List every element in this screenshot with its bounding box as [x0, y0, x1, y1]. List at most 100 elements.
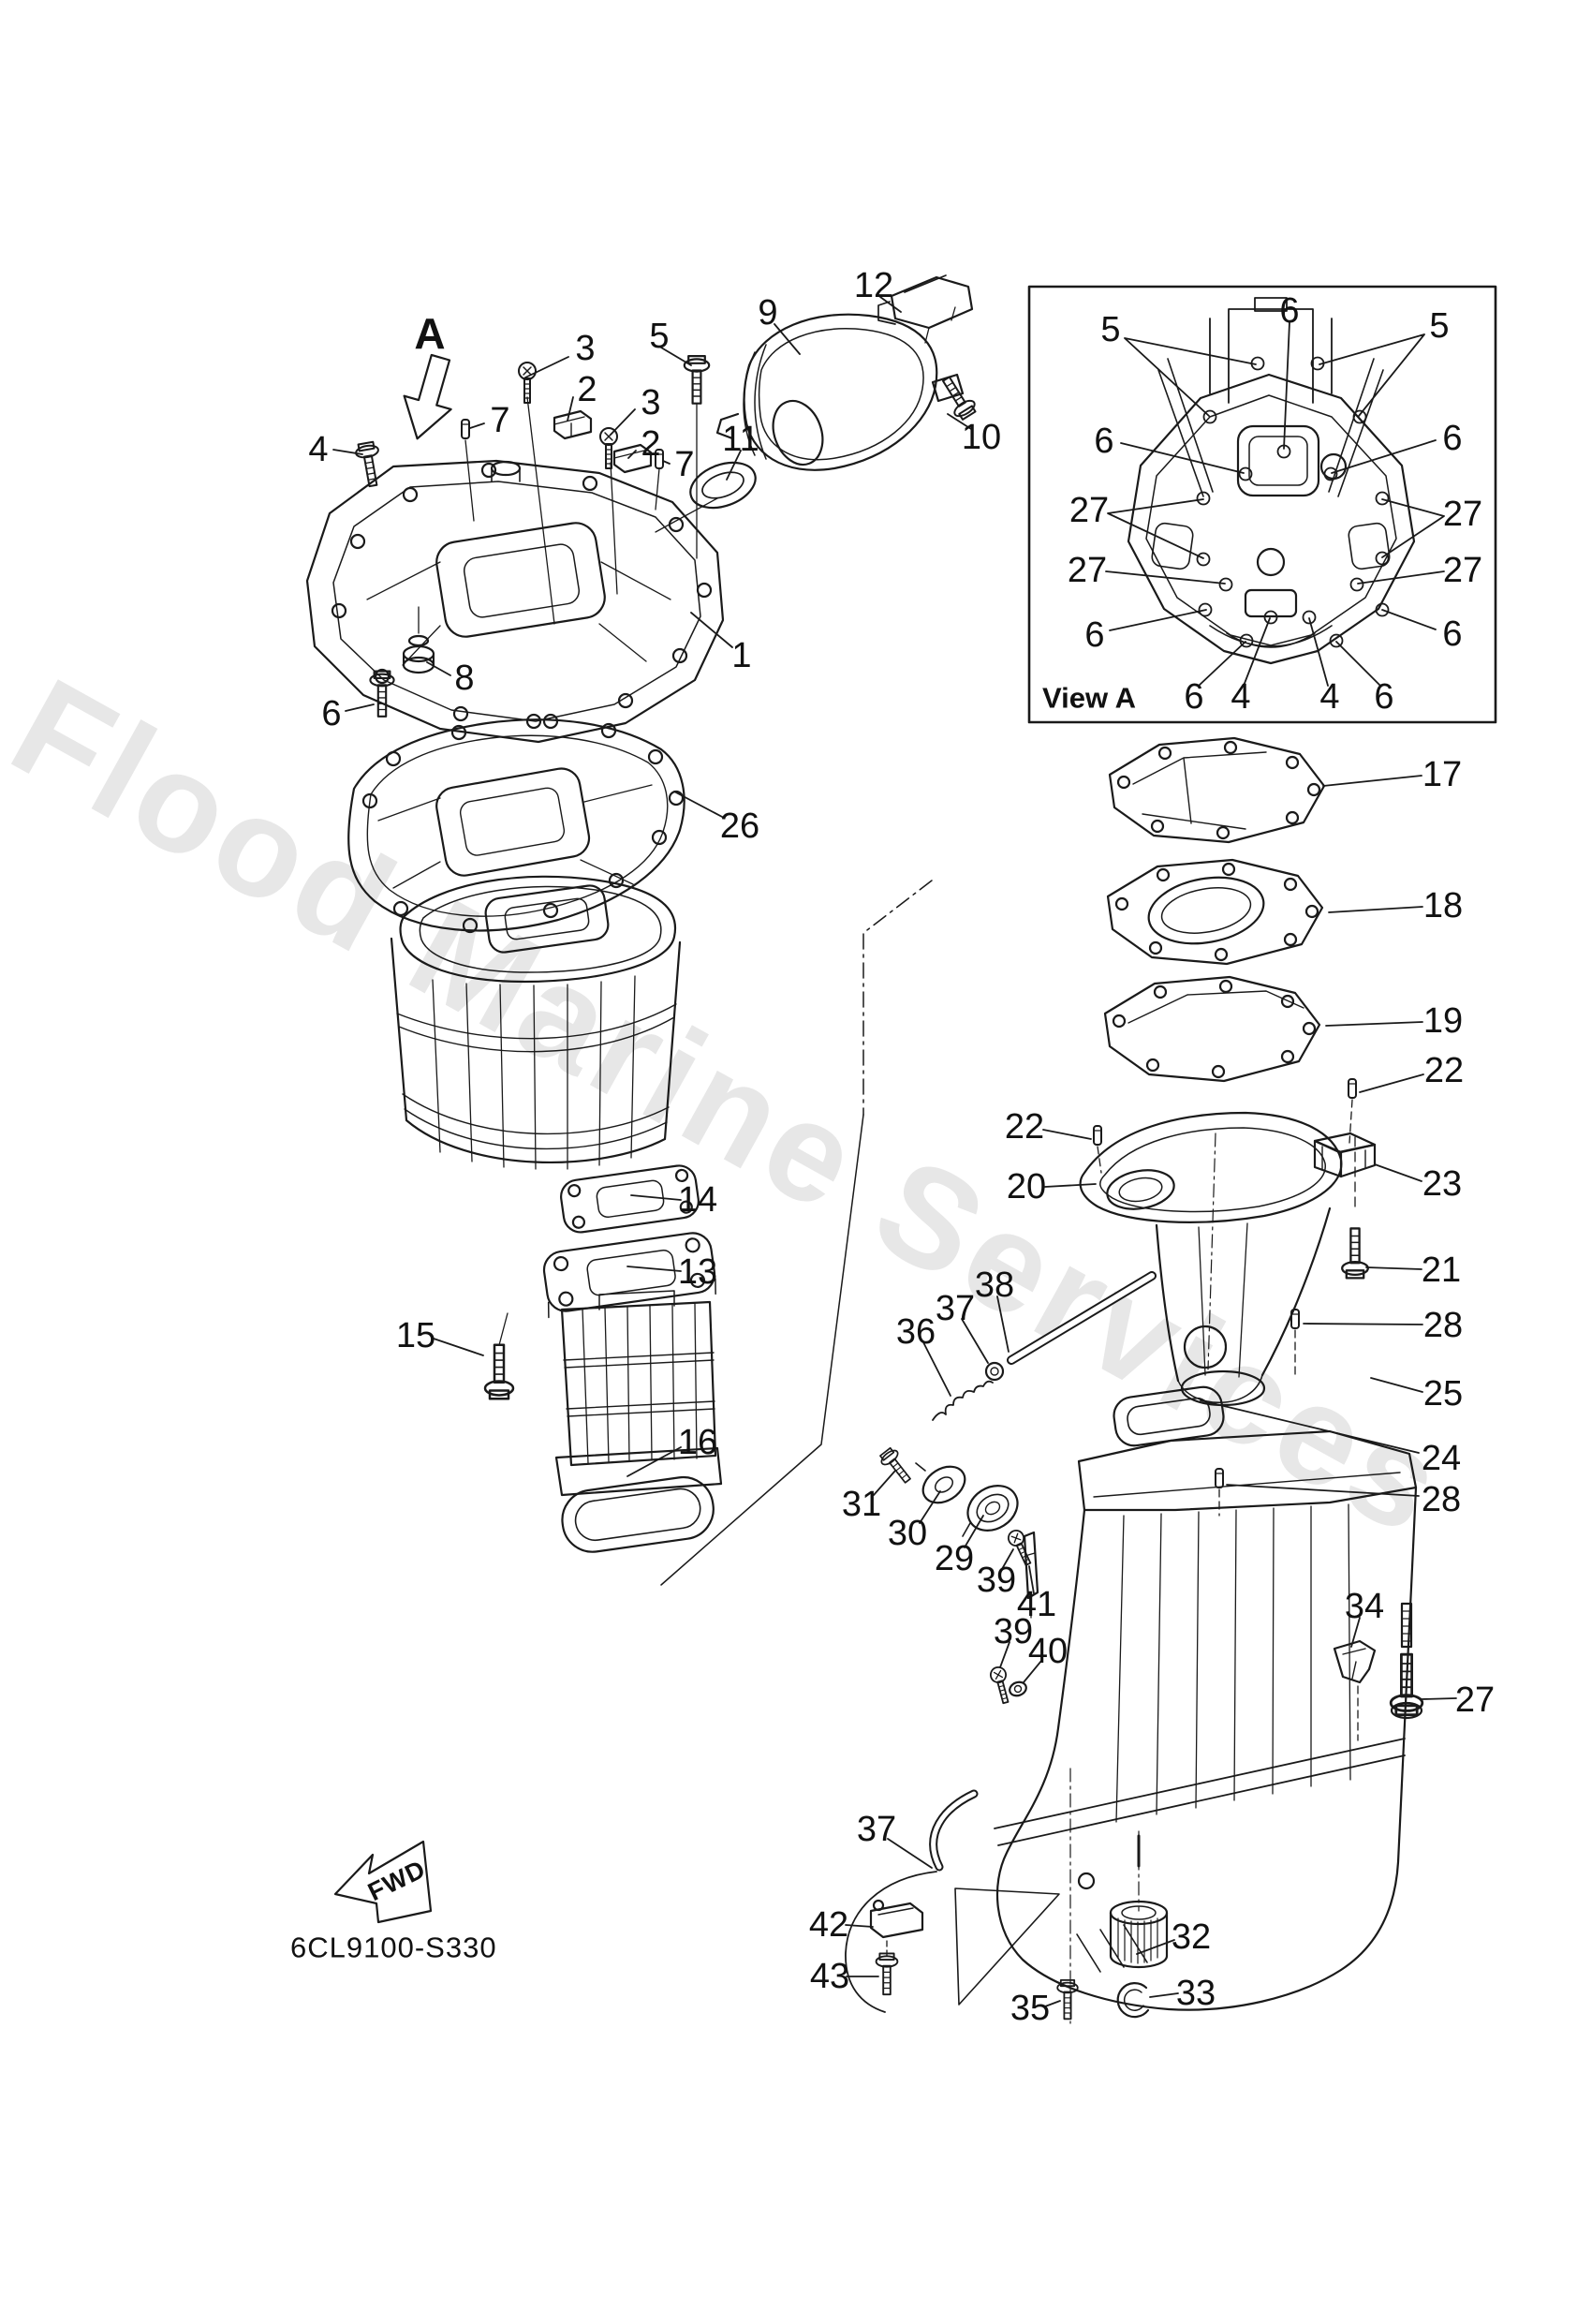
- inset-callout-5-r: 5: [1429, 306, 1450, 346]
- callout-39-a: 39: [976, 1561, 1017, 1600]
- inset-callout-6-lb: 6: [1084, 615, 1105, 655]
- inset-callout-27-ra: 27: [1442, 495, 1483, 534]
- callout-1: 1: [731, 636, 752, 675]
- part-gasket-26: [347, 713, 685, 934]
- seal-29-icon: [962, 1485, 1019, 1537]
- callout-11: 11: [722, 420, 759, 459]
- callout-37-b: 37: [856, 1810, 897, 1849]
- bolt-21-icon: [1340, 1132, 1370, 1280]
- callout-30: 30: [887, 1514, 928, 1553]
- callout-32: 32: [1171, 1917, 1212, 1957]
- inset-callout-6-b1: 6: [1184, 677, 1204, 717]
- view-ref-label: A: [414, 309, 446, 358]
- callout-21: 21: [1421, 1251, 1462, 1290]
- plate-41-icon: [1023, 1531, 1039, 1621]
- pin-7-icon: [460, 418, 471, 440]
- callout-14: 14: [677, 1180, 718, 1220]
- callout-6: 6: [321, 694, 342, 733]
- callout-39-b: 39: [993, 1612, 1034, 1651]
- screw-39b-icon: [988, 1665, 1014, 1706]
- inset-callout-5-l: 5: [1100, 310, 1121, 349]
- callout-8: 8: [454, 659, 475, 698]
- callout-22-b: 22: [1004, 1107, 1045, 1147]
- callout-43: 43: [809, 1957, 850, 1996]
- fwd-arrow-icon: [333, 1840, 433, 1924]
- callout-29: 29: [934, 1539, 975, 1578]
- drawing-number: 6CL9100-S330: [290, 1931, 497, 1964]
- inset-callout-6-lm: 6: [1094, 422, 1114, 461]
- callout-16: 16: [677, 1423, 718, 1462]
- callout-3-a: 3: [575, 329, 596, 368]
- callout-26: 26: [719, 807, 760, 846]
- callout-17: 17: [1422, 755, 1463, 794]
- bolt-43-icon: [875, 1952, 899, 1996]
- callout-13: 13: [677, 1252, 718, 1292]
- bolt-10-icon: [936, 372, 980, 423]
- bolt-15-icon: [483, 1312, 515, 1400]
- callout-7-a: 7: [490, 401, 510, 440]
- callout-28-a: 28: [1422, 1306, 1464, 1345]
- screw-31-icon: [877, 1444, 917, 1488]
- callout-5: 5: [649, 317, 670, 356]
- callout-15: 15: [395, 1316, 436, 1355]
- callout-38: 38: [974, 1266, 1015, 1305]
- latch-12-icon: [877, 274, 974, 344]
- part-seal-16: [561, 1475, 715, 1553]
- bolt-4-icon: [353, 439, 386, 489]
- callout-37-a: 37: [935, 1289, 976, 1328]
- callout-10: 10: [961, 418, 1002, 457]
- callout-42: 42: [808, 1905, 849, 1945]
- leader-lines: [332, 296, 1457, 2007]
- callout-35: 35: [1010, 1989, 1051, 2028]
- part-gasket-18: [1106, 858, 1324, 966]
- callout-2-a: 2: [577, 370, 597, 409]
- anchor-2-icon: [553, 409, 593, 440]
- inset-leader-lines: [1105, 321, 1445, 687]
- inset-callout-27-lb: 27: [1067, 551, 1108, 590]
- callout-9: 9: [758, 293, 778, 333]
- bolt-35-icon: [1056, 1978, 1079, 2021]
- grommet-11-icon: [655, 461, 757, 533]
- callout-23: 23: [1422, 1164, 1463, 1204]
- clip-37-icon: [984, 1361, 1005, 1382]
- callout-22-a: 22: [1423, 1051, 1465, 1090]
- callout-40: 40: [1027, 1632, 1069, 1671]
- grommet-8-icon: [402, 606, 435, 674]
- plug-34-icon: [1333, 1639, 1377, 1741]
- ring-33-icon: [1116, 1982, 1150, 2019]
- inset-callout-6-t: 6: [1279, 291, 1300, 331]
- callout-12: 12: [853, 266, 894, 305]
- inset-callout-6-rm: 6: [1442, 419, 1463, 458]
- view-a-inset: [1027, 285, 1497, 724]
- callout-2-b: 2: [641, 424, 661, 464]
- inset-title: View A: [1042, 681, 1136, 715]
- mount-32-icon: [1109, 1834, 1169, 1969]
- callout-19: 19: [1422, 1001, 1464, 1041]
- callout-7-b: 7: [674, 445, 695, 484]
- section-boundary-line-2: [660, 1114, 864, 1586]
- pin-28-icons: [1214, 1308, 1301, 1517]
- callout-24: 24: [1421, 1439, 1462, 1478]
- inset-callout-6-rb: 6: [1442, 614, 1463, 654]
- callout-4: 4: [308, 430, 329, 469]
- pin-22-icons: [1092, 1077, 1358, 1174]
- callout-41: 41: [1016, 1585, 1057, 1624]
- inset-callout-4-b2: 4: [1319, 677, 1340, 717]
- part-upper-casing-body: [390, 875, 682, 1170]
- anchor-2b-icon: [612, 443, 653, 474]
- part-upper-casing-20: [1079, 1111, 1343, 1407]
- callout-31: 31: [841, 1485, 882, 1524]
- part-crankcase: [305, 396, 725, 744]
- callout-36: 36: [895, 1312, 936, 1352]
- part-muffler: [715, 313, 965, 471]
- inset-callout-6-b2: 6: [1374, 677, 1394, 717]
- part-gasket-14: [560, 1164, 700, 1234]
- mount-23-icon: [1313, 1132, 1377, 1178]
- inset-callout-27-la: 27: [1069, 491, 1110, 530]
- spring-36-icon: [932, 1380, 994, 1421]
- callout-33: 33: [1175, 1974, 1216, 2013]
- view-a-arrow-icon: [403, 353, 452, 440]
- callout-3-b: 3: [641, 383, 661, 422]
